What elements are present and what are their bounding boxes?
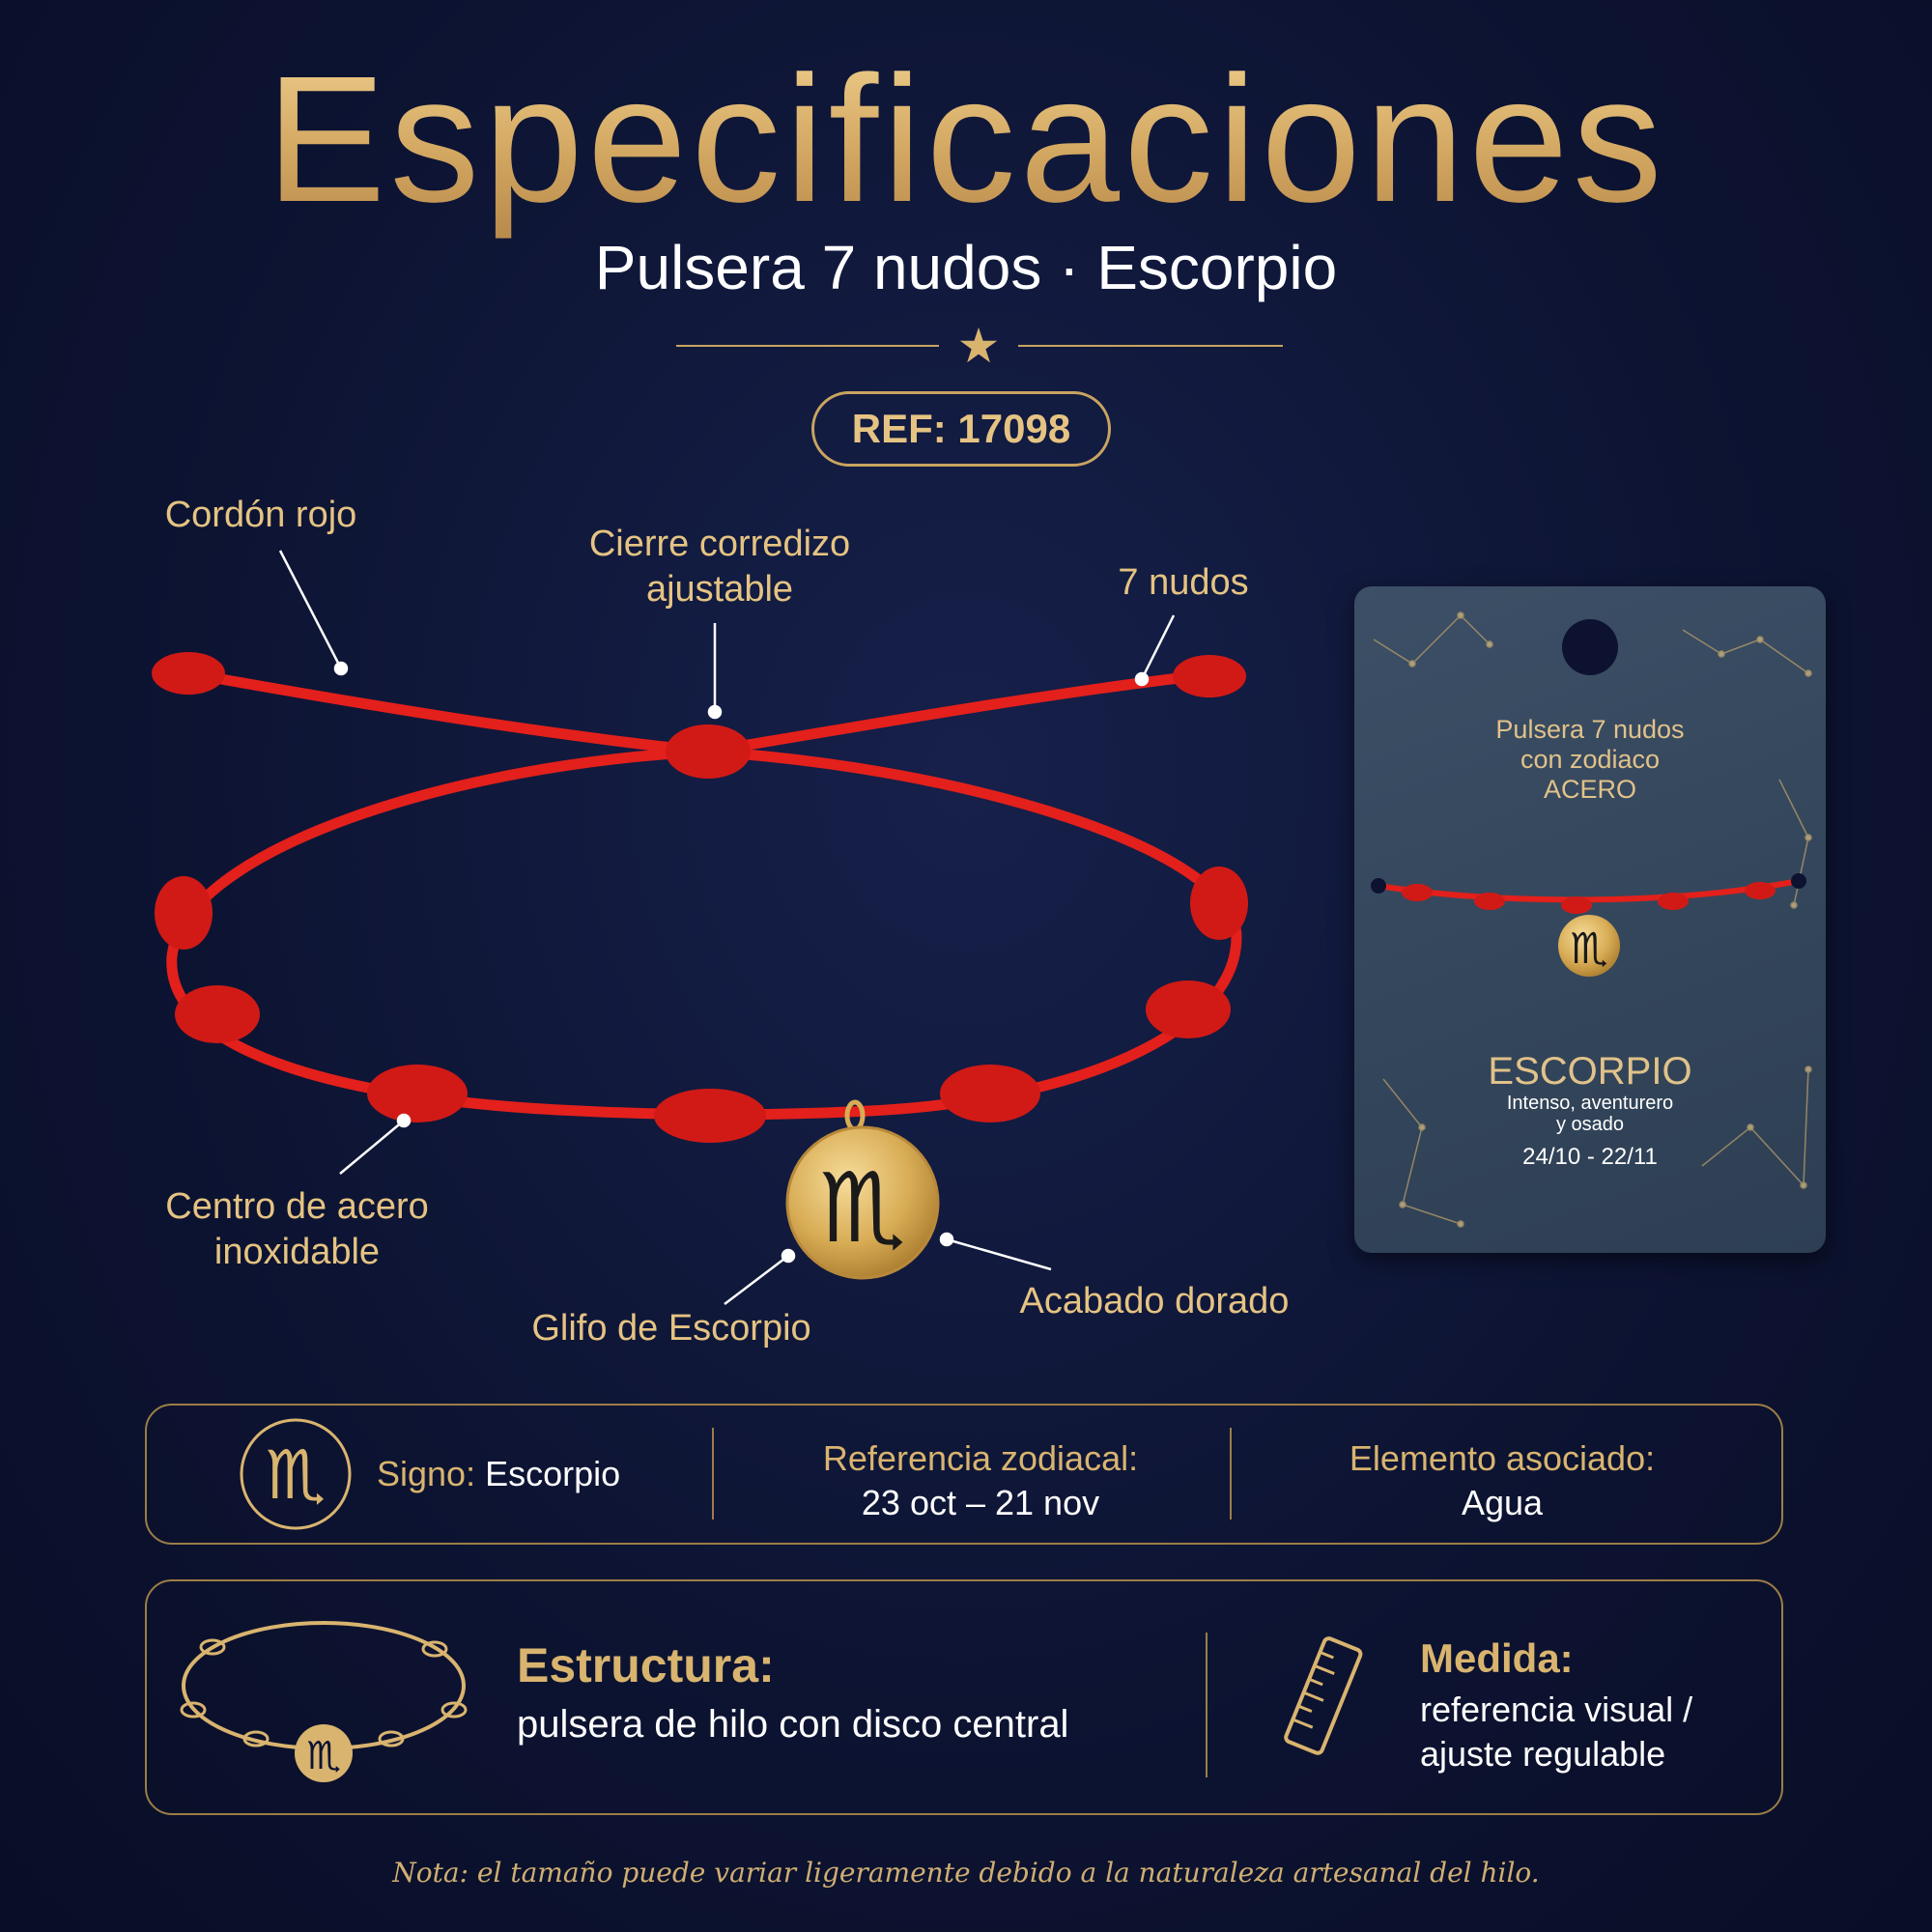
separator <box>712 1428 714 1520</box>
card-dates: 24/10 - 22/11 <box>1522 1144 1658 1170</box>
size-value-2: ajuste regulable <box>1420 1734 1666 1774</box>
card-hang-hole <box>1562 619 1618 675</box>
callout-steel-line2: inoxidable <box>213 1232 381 1272</box>
knot-2 <box>175 985 260 1043</box>
separator <box>1206 1633 1208 1777</box>
card-line-2: con zodiaco <box>1520 745 1661 774</box>
knot-7 <box>1190 867 1248 940</box>
sign-label: Signo: <box>377 1454 476 1493</box>
structure-label: Estructura: <box>517 1638 775 1692</box>
card-charm-glyph: ♏ <box>1570 924 1607 974</box>
card-description-1: Intenso, aventurero <box>1506 1093 1674 1114</box>
sign-value: Escorpio <box>485 1454 621 1493</box>
svg-text:♏: ♏ <box>266 1435 327 1515</box>
card-description-2: y osado <box>1555 1114 1625 1135</box>
element-value: Agua <box>1461 1483 1544 1522</box>
structure-info-bar <box>145 1579 1783 1815</box>
zodiac-reference-value: 23 oct – 21 nov <box>861 1483 1100 1522</box>
zodiac-reference-label: Referencia zodiacal: <box>822 1438 1139 1478</box>
card-sign: ESCORPIO <box>1488 1050 1692 1093</box>
callout-finish: Acabado dorado <box>1019 1281 1290 1321</box>
callout-cord: Cordón rojo <box>164 495 357 535</box>
ruler-icon <box>1284 1636 1363 1755</box>
callout-clasp-line1: Cierre corredizo <box>588 524 851 564</box>
bracelet-loop <box>166 746 1242 1121</box>
charm-glyph: ♏ <box>819 1151 906 1264</box>
knot-6 <box>1146 980 1231 1038</box>
sign-info-bar <box>145 1404 1783 1545</box>
separator <box>1230 1428 1232 1520</box>
element-label: Elemento asociado: <box>1349 1438 1656 1478</box>
knot-5 <box>940 1065 1040 1122</box>
reference-badge: REF: 17098 <box>811 391 1111 467</box>
bracelet-icon: ♏ <box>180 1621 468 1782</box>
callout-knots: 7 nudos <box>1118 562 1249 603</box>
bracelet-right-tail <box>707 668 1213 757</box>
card-line-3: ACERO <box>1543 775 1637 804</box>
page-title: Especificaciones <box>0 39 1932 242</box>
sliding-clasp <box>666 724 751 779</box>
size-label: Medida: <box>1420 1635 1574 1681</box>
packaging-card: ♏ Pulsera 7 nudos con zodiaco ACERO ESCO… <box>1354 586 1826 1253</box>
divider-right <box>1018 345 1283 347</box>
knot-4 <box>654 1089 766 1143</box>
size-value-1: referencia visual / <box>1420 1690 1693 1729</box>
bracelet-left-tail <box>187 668 709 757</box>
end-knot-left <box>152 652 225 695</box>
callout-steel-line1: Centro de acero <box>165 1186 429 1227</box>
end-knot-right <box>1173 655 1246 697</box>
knot-3 <box>367 1065 468 1122</box>
callout-glyph: Glifo de Escorpio <box>531 1308 811 1349</box>
footnote: Nota: el tamaño puede variar ligeramente… <box>392 1857 1540 1889</box>
svg-text:♏: ♏ <box>306 1734 341 1778</box>
charm-disc <box>785 1125 940 1280</box>
star-icon: ★ <box>956 318 1001 374</box>
knot-1 <box>155 876 213 950</box>
structure-value: pulsera de hilo con disco central <box>517 1703 1069 1746</box>
card-line-1: Pulsera 7 nudos <box>1495 715 1685 744</box>
page-subtitle: Pulsera 7 nudos · Escorpio <box>594 233 1338 302</box>
scorpio-icon: ♏ <box>240 1418 352 1530</box>
callout-clasp-line2: ajustable <box>645 569 794 610</box>
divider-left <box>676 345 939 347</box>
card-constellations: ♏ <box>1371 611 1812 1228</box>
